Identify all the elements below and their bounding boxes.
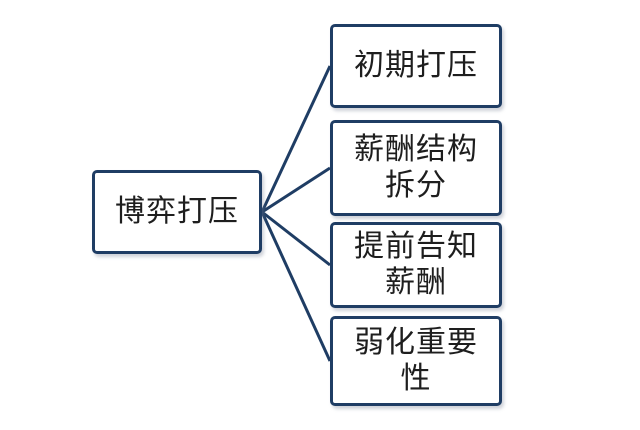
child-node-4-label: 弱化重要 性 <box>354 325 478 396</box>
root-node: 博弈打压 <box>92 170 262 254</box>
child-node-1: 初期打压 <box>330 24 502 108</box>
child-node-1-label: 初期打压 <box>354 48 478 83</box>
child-node-2: 薪酬结构 拆分 <box>330 120 502 216</box>
child-node-3-label: 提前告知 薪酬 <box>354 229 478 300</box>
connector-line-4 <box>260 211 332 362</box>
root-node-label: 博弈打压 <box>115 194 239 229</box>
connector-line-2 <box>261 166 331 214</box>
connector-line-1 <box>260 65 332 213</box>
child-node-4: 弱化重要 性 <box>330 316 502 406</box>
child-node-2-label: 薪酬结构 拆分 <box>354 132 478 203</box>
connector-line-3 <box>261 210 331 267</box>
child-node-3: 提前告知 薪酬 <box>330 222 502 308</box>
